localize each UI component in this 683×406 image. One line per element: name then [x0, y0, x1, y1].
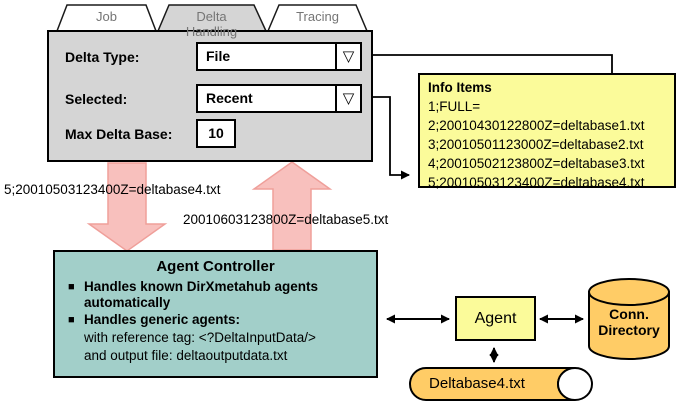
agent-controller-line: ■Handles known DirXmetahub agents	[68, 279, 319, 294]
delta-type-label: Delta Type:	[65, 49, 140, 65]
agent-controller-box: Agent Controller ■Handles known DirXmeta…	[53, 250, 378, 378]
connector-selected-to-info-items	[362, 96, 410, 180]
info-item: 1;FULL=	[428, 99, 481, 114]
tab-job[interactable]: Job	[96, 9, 117, 24]
agent-controller-line: and output file: deltaoutputdata.txt	[84, 348, 288, 363]
download-delta-label: 5;20010503123400Z=deltabase4.txt	[4, 182, 221, 197]
bullet-icon: ■	[68, 281, 75, 293]
dropdown-arrow-icon: ▽	[342, 90, 355, 107]
upload-delta-label: 20010603123800Z=deltabase5.txt	[183, 212, 389, 227]
max-delta-base-label: Max Delta Base:	[65, 126, 173, 142]
selected-dropdown-button[interactable]: ▽	[335, 84, 362, 113]
deltabase-file-end-cap	[557, 366, 593, 402]
info-item: 2;20010430122800Z=deltabase1.txt	[428, 118, 645, 133]
delta-type-combo[interactable]: File	[196, 42, 337, 71]
up-transfer-arrow	[251, 161, 333, 251]
info-item: 5;20010503123400Z=deltabase4.txt	[428, 175, 645, 190]
agent-node: Agent	[455, 296, 536, 341]
tab-tracing[interactable]: Tracing	[296, 9, 339, 24]
conn-directory-cylinder-body	[588, 291, 670, 360]
info-items-box: Info Items 1;FULL= 2;20010430122800Z=del…	[418, 73, 676, 190]
info-item: 4;20010502123800Z=deltabase3.txt	[428, 156, 645, 171]
agent-controller-line: automatically	[84, 295, 171, 310]
selected-combo[interactable]: Recent	[196, 84, 337, 113]
agent-controller-line: ■Handles generic agents:	[68, 312, 241, 327]
agent-controller-title: Agent Controller	[156, 258, 275, 275]
info-items-title: Info Items	[428, 80, 492, 95]
agent-controller-line: with reference tag: <?DeltaInputData/>	[84, 330, 316, 345]
conn-directory-cylinder-top	[588, 278, 670, 306]
tab-delta-handling[interactable]: Delta Handling	[185, 9, 238, 39]
delta-type-dropdown-button[interactable]: ▽	[335, 42, 362, 71]
max-delta-base-input[interactable]: 10	[196, 119, 236, 148]
dropdown-arrow-icon: ▽	[342, 48, 355, 65]
agent-label: Agent	[474, 309, 517, 327]
deltabase-file-label: Deltabase4.txt	[429, 375, 525, 392]
down-transfer-arrow	[86, 162, 168, 252]
selected-label: Selected:	[65, 91, 128, 107]
bullet-icon: ■	[68, 314, 75, 326]
conn-directory-label: Conn. Directory	[598, 306, 660, 338]
info-item: 3;20010501123000Z=deltabase2.txt	[428, 137, 644, 152]
